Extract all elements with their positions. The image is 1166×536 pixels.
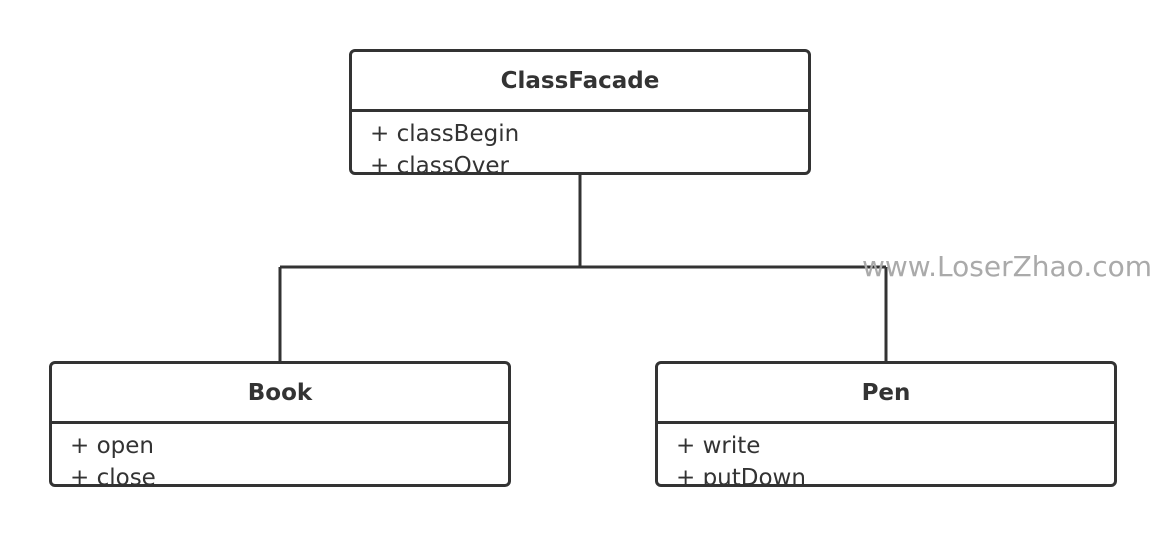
member-put-down: + putDown xyxy=(676,465,806,487)
class-members-facade: + classBegin + classOver xyxy=(352,112,808,175)
class-box-facade: ClassFacade + classBegin + classOver xyxy=(349,49,811,175)
class-name-book: Book xyxy=(52,364,508,424)
member-close: + close xyxy=(70,465,156,487)
class-box-book: Book + open + close xyxy=(49,361,511,487)
class-name-pen: Pen xyxy=(658,364,1114,424)
class-members-pen: + write + putDown xyxy=(658,424,1114,487)
class-box-pen: Pen + write + putDown xyxy=(655,361,1117,487)
member-class-over: + classOver xyxy=(370,153,509,175)
watermark-text: www.LoserZhao.com xyxy=(862,250,1153,283)
member-open: + open xyxy=(70,433,154,459)
member-class-begin: + classBegin xyxy=(370,121,520,147)
member-write: + write xyxy=(676,433,761,459)
class-members-book: + open + close xyxy=(52,424,508,487)
class-name-facade: ClassFacade xyxy=(352,52,808,112)
